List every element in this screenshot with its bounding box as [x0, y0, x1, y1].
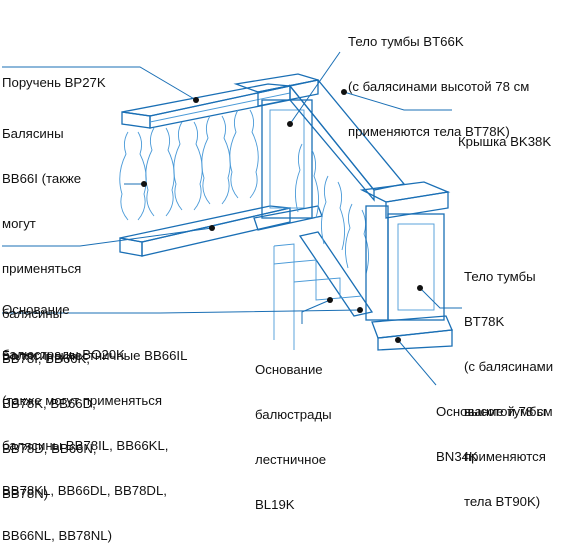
label-stair-balusters-line: BB78KL, BB66DL, BB78DL,: [2, 483, 167, 498]
label-balusters-line: могут: [2, 216, 36, 231]
label-stair-base-line: лестничное: [255, 452, 327, 467]
label-balusters-line: BB78I, BB66K,: [2, 351, 90, 366]
label-stair-balusters: Балясины лестничные BB66IL (также могут …: [2, 318, 187, 558]
label-stair-base-line: BL19K: [255, 497, 295, 512]
label-stair-balusters-line: Балясины лестничные BB66IL: [2, 348, 188, 363]
label-stair-balusters-line: балясины BB78IL, BB66KL,: [2, 438, 169, 453]
label-post-base: Основание тумбы BN34K: [436, 374, 546, 479]
label-cap-line: Крышка BK38K: [458, 134, 552, 149]
label-stair-balusters-line: (также могут применяться: [2, 393, 163, 408]
label-post-base-line: BN34K: [436, 449, 478, 464]
label-post-body-78-line: тела BT90K): [464, 494, 541, 509]
label-post-body-78-line: (с балясинами: [464, 359, 554, 374]
label-post-body-78-line: Тело тумбы: [464, 269, 536, 284]
label-post-body-66-line: применяются тела BT78K): [348, 124, 510, 139]
upper-balustrade: [119, 83, 291, 257]
label-balusters-line: Балясины: [2, 126, 64, 141]
label-stair-base-line: балюстрады: [255, 407, 332, 422]
label-cap: Крышка BK38K: [458, 104, 551, 164]
label-post-base-line: Основание тумбы: [436, 404, 546, 419]
label-post-body-66: Тело тумбы BT66K (с балясинами высотой 7…: [348, 4, 529, 154]
leader-lines: [2, 51, 462, 386]
label-stair-base: Основание балюстрады лестничное BL19K: [255, 332, 332, 527]
label-base: Основание балюстрады BO20K: [2, 272, 125, 377]
label-post-body-66-line: (с балясинами высотой 78 см: [348, 79, 530, 94]
label-balusters-line: балясины: [2, 306, 63, 321]
lower-post: [359, 181, 453, 351]
label-balusters-line: применяться: [2, 261, 82, 276]
label-base-line: Основание: [2, 302, 70, 317]
label-post-body-78-line: BT78K: [464, 314, 505, 329]
label-handrail-line: Поручень BP27K: [2, 75, 106, 90]
label-stair-balusters-line: BB66NL, BB78NL): [2, 528, 112, 543]
label-balusters-line: BB66I (также: [2, 171, 82, 186]
leader-dots: [141, 89, 423, 343]
label-base-line: балюстрады BO20K: [2, 347, 125, 362]
label-post-body-66-line: Тело тумбы BT66K: [348, 34, 464, 49]
label-handrail: Поручень BP27K: [2, 45, 106, 105]
balustrade-diagram: [2, 51, 462, 386]
label-stair-base-line: Основание: [255, 362, 323, 377]
